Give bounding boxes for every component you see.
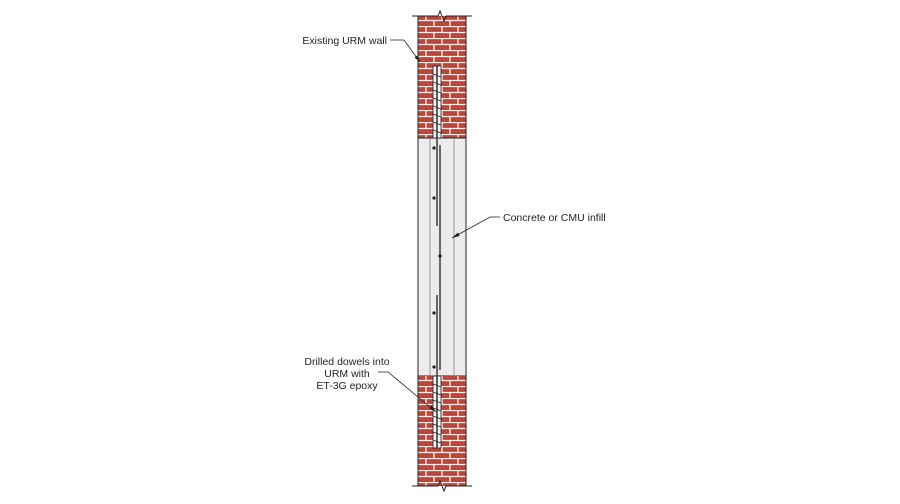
leader-dowels [378, 371, 437, 413]
upper-drilled-dowel [432, 65, 442, 139]
infill-panel [417, 137, 467, 377]
label-dowels-line2: URM with [324, 368, 370, 380]
horizontal-bar-dots [432, 146, 442, 369]
lower-drilled-dowel [432, 375, 442, 449]
top-break-line [412, 9, 472, 23]
upper-urm-wall [417, 16, 467, 138]
leader-existing-wall [390, 39, 421, 63]
bottom-break-line [412, 479, 472, 493]
label-infill: Concrete or CMU infill [503, 212, 606, 224]
label-dowels-line3: ET-3G epoxy [316, 380, 378, 392]
label-dowels-line1: Drilled dowels into [304, 356, 389, 368]
label-existing-wall: Existing URM wall [302, 35, 387, 47]
leader-infill [451, 216, 500, 239]
lower-urm-wall [417, 376, 467, 486]
